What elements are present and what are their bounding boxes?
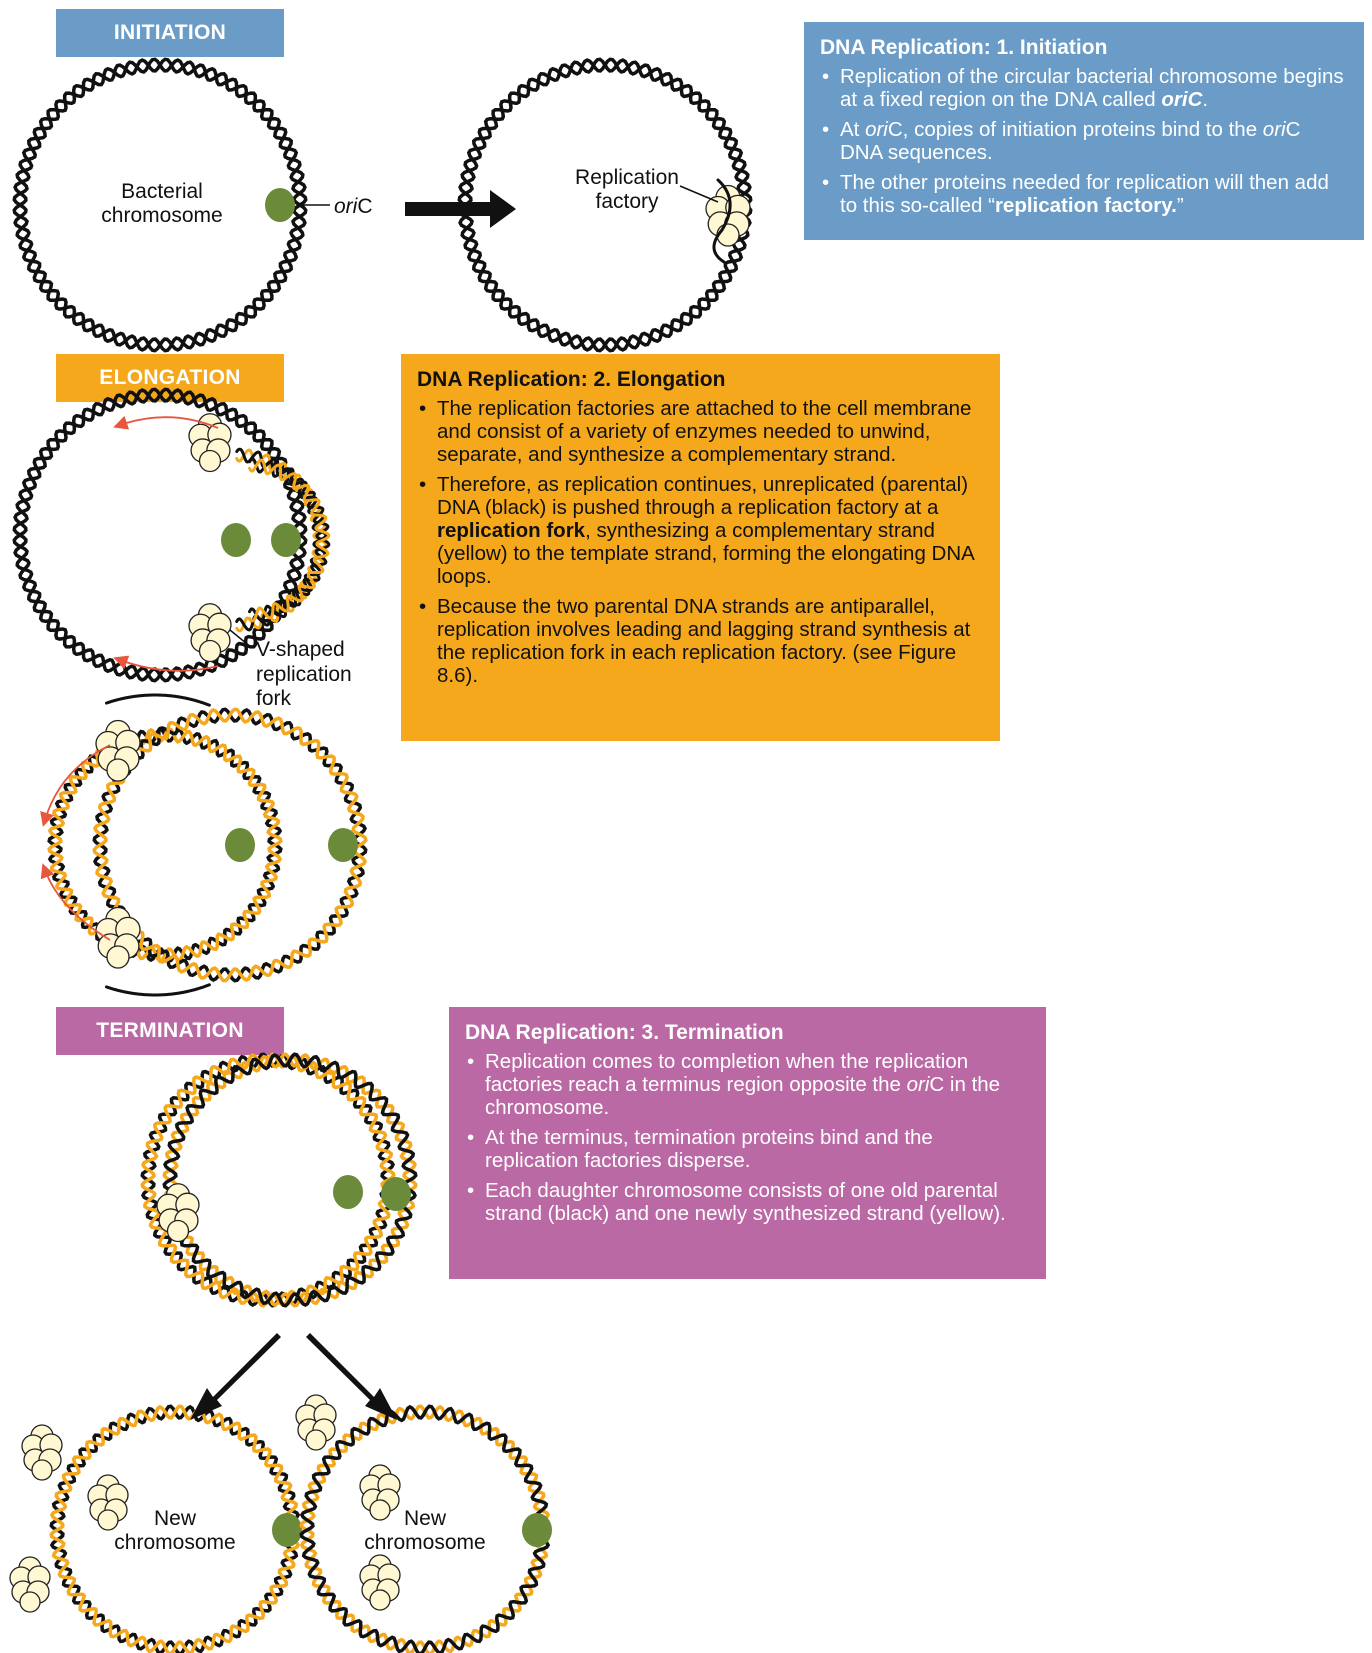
dispersed-factory-3: [9, 1556, 51, 1613]
replication-factory-elongation2-bottom: [95, 906, 141, 969]
label-v-shaped: V-shaped: [256, 638, 345, 661]
label-replication-fork-1: replication: [256, 663, 352, 686]
initiation-b1-end: .: [1202, 88, 1209, 111]
replication-factory-term: replication factory.: [994, 194, 1177, 217]
elongation2-outer-arc-top: [105, 693, 211, 707]
replication-factory-elongation2-top: [95, 719, 141, 782]
elongation2-outer-arc-bottom: [105, 983, 211, 997]
initiation-b1-text: Replication of the circular bacterial ch…: [840, 65, 1344, 111]
elongation2-inner-strand-b: [47, 727, 283, 963]
elongation-b2-end: , synthesizing a complementary strand (y…: [437, 519, 974, 588]
initiation-box-title: DNA Replication: 1. Initiation: [820, 36, 1108, 59]
initiation-bullet-2: At oriC, copies of initiation proteins b…: [820, 118, 1348, 164]
termination-b1-text: Replication comes to completion when the…: [485, 1050, 969, 1096]
new-chromosome-right-strand-b: [299, 1404, 551, 1653]
oric-dot-elongation1-b: [271, 523, 301, 557]
elongation-red-arrow-bottom: [113, 655, 219, 672]
initiation-b2-c: C, copies of initiation proteins bind to…: [887, 118, 1263, 141]
initiation-b3-text: The other proteins needed for replicatio…: [840, 171, 1329, 217]
elongation-bullet-2: Therefore, as replication continues, unr…: [417, 473, 984, 588]
label-chromosome: chromosome: [101, 204, 222, 227]
dna-strands-layer: [9, 57, 753, 1653]
label-new-left: New: [154, 1507, 197, 1530]
termination-b1-ori: ori: [906, 1073, 930, 1096]
label-new-chromosome-left: chromosome: [114, 1531, 235, 1554]
termination-arrow-left: [190, 1333, 281, 1420]
label-replication: Replication: [575, 166, 679, 189]
label-new-chromosome-right: chromosome: [364, 1531, 485, 1554]
elongation1-parental-strand-b: [12, 387, 308, 683]
label-factory: factory: [595, 190, 659, 213]
oric-dot-initiation: [265, 188, 295, 222]
replication-factory-elongation1-bottom: [188, 603, 232, 663]
dispersed-factory-5: [359, 1464, 401, 1521]
factory-leader-line: [679, 185, 719, 203]
dispersed-factory-1: [21, 1424, 63, 1481]
termination-circle-b-strand-b: [162, 1052, 418, 1308]
replication-factory-termination: [156, 1183, 200, 1243]
initiation-b3-end: ”: [1176, 194, 1184, 217]
label-fork: fork: [256, 687, 292, 710]
initiation-b2-ori2: ori: [1262, 118, 1286, 141]
oric-dot-elongation1-a: [221, 523, 251, 557]
termination-b1-end: C in the chromosome.: [485, 1073, 1001, 1119]
elongation-red-arrow-2bottom: [40, 863, 111, 941]
elongation1-loop-yellow-b: [248, 458, 331, 623]
elongation2-outer-strand-b: [92, 707, 368, 983]
termination-box-title: DNA Replication: 3. Termination: [465, 1021, 784, 1044]
initiation-chromosome-left-strand-b: [12, 57, 308, 353]
oric-dot-new-right: [522, 1513, 552, 1547]
elongation-info-box: DNA Replication: 2. Elongation The repli…: [401, 354, 1000, 741]
label-bacterial: Bacterial: [121, 180, 203, 203]
dispersed-factory-4: [295, 1394, 337, 1451]
oric-dot-termination-b: [381, 1177, 411, 1211]
stage-tab-initiation: INITIATION: [56, 9, 284, 57]
termination-bullet-2: At the terminus, termination proteins bi…: [465, 1126, 1030, 1172]
label-oric: oriC: [334, 195, 373, 218]
initiation-b2-e: C DNA sequences.: [840, 118, 1301, 164]
label-oric-c: C: [357, 195, 372, 218]
initiation-bullet-3: The other proteins needed for replicatio…: [820, 171, 1348, 217]
oric-dot-new-left: [272, 1513, 302, 1547]
dispersed-factory-2: [87, 1474, 129, 1531]
initiation-info-box: DNA Replication: 1. Initiation Replicati…: [804, 22, 1364, 240]
initiation-b2-ori: ori: [865, 118, 888, 141]
termination-arrow-right: [306, 1333, 397, 1420]
termination-bullet-1: Replication comes to completion when the…: [465, 1050, 1030, 1119]
elongation-box-title: DNA Replication: 2. Elongation: [417, 368, 726, 391]
oric-dot-elongation2-b: [328, 828, 358, 862]
oric-dot-termination-a: [333, 1175, 363, 1209]
initiation-b2-a: At: [840, 118, 866, 141]
initiation-bullet-1: Replication of the circular bacterial ch…: [820, 65, 1348, 111]
elongation-b2-text: Therefore, as replication continues, unr…: [437, 473, 969, 519]
label-oric-ori: ori: [334, 195, 359, 218]
termination-info-box: DNA Replication: 3. Termination Replicat…: [449, 1007, 1046, 1279]
stage-tab-termination: TERMINATION: [56, 1007, 284, 1055]
replication-factory-initiation: [705, 184, 751, 247]
fork-leader-line: [229, 629, 253, 649]
elongation-bullet-3: Because the two parental DNA strands are…: [417, 595, 984, 687]
termination-bullet-3: Each daughter chromosome consists of one…: [465, 1179, 1030, 1225]
dispersed-factory-6: [359, 1554, 401, 1611]
replication-factory-elongation1-top: [188, 413, 232, 473]
label-new-right: New: [404, 1507, 447, 1530]
new-chromosome-left-strand-b: [49, 1404, 301, 1653]
elongation-bullet-1: The replication factories are attached t…: [417, 397, 984, 466]
oric-term: oriC: [1161, 88, 1203, 111]
factory-dna-loop: [712, 178, 732, 264]
oric-dot-elongation2-a: [225, 828, 255, 862]
initiation-arrow: [405, 190, 516, 228]
replication-fork-term: replication fork: [437, 519, 586, 542]
elongation-red-arrow-top: [113, 415, 219, 430]
elongation-red-arrow-2top: [40, 744, 111, 827]
